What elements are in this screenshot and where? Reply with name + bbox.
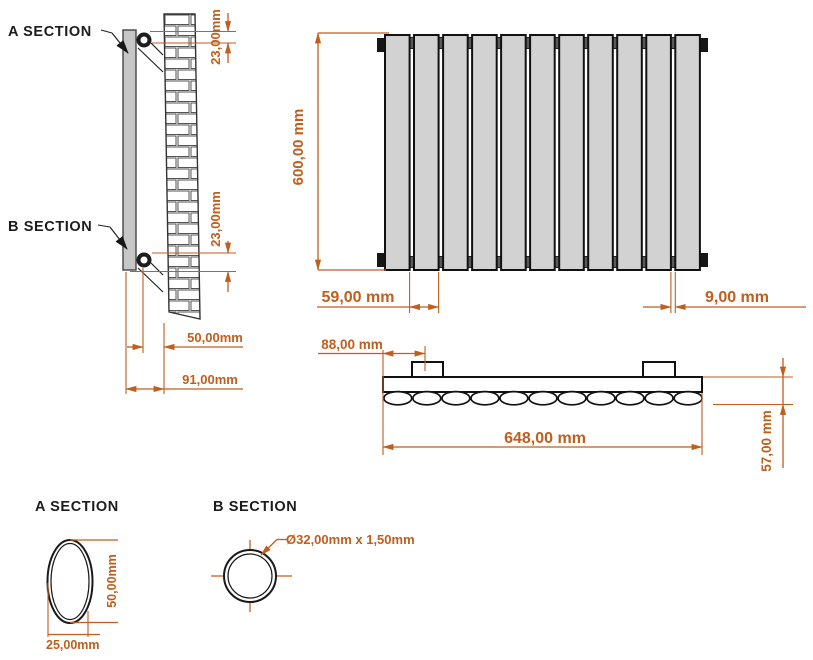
dim-bracket-offset-label: 88,00 mm [321, 337, 383, 352]
dim-bottom-bracket: 23,00mm [130, 191, 236, 292]
panel [471, 34, 498, 271]
dim-wall-clearance: 50,00mm [125, 268, 243, 394]
dim-panel-pitch-label: 59,00 mm [322, 289, 395, 306]
wall-bracket [411, 361, 444, 378]
tube-ellipse [412, 390, 442, 406]
dim-section-b-tube-label: Ø32,00mm x 1,50mm [286, 532, 415, 547]
section-b-title: B SECTION [213, 499, 297, 515]
end-tab [699, 38, 708, 52]
tube-ellipse [383, 390, 413, 406]
tube-ellipse [470, 390, 500, 406]
section-b: B SECTION Ø32,00mm x 1,50mm [211, 499, 415, 612]
panel [616, 34, 643, 271]
dim-height: 600,00 mm [290, 32, 389, 271]
panel [558, 34, 585, 271]
top-bracket-arm [150, 42, 164, 56]
dim-total-width: 648,00 mm [382, 350, 703, 455]
top-bracket-arm [137, 47, 164, 73]
panel [645, 34, 672, 271]
panel [529, 34, 556, 271]
dim-section-a-height: 50,00mm [70, 539, 119, 624]
front-panels [384, 34, 701, 271]
dim-panel-gap-label: 9,00 mm [705, 289, 769, 306]
dim-panel-gap: 9,00 mm [643, 272, 806, 313]
bottom-bracket-arm [150, 262, 164, 276]
dim-section-b-tube: Ø32,00mm x 1,50mm [260, 532, 415, 556]
tube-ellipse [499, 390, 529, 406]
dim-wall-clearance-label: 50,00mm [187, 330, 243, 345]
panel [674, 34, 701, 271]
a-section-leader [100, 29, 113, 34]
panel [587, 34, 614, 271]
dim-section-a-width-label: 25,00mm [46, 638, 100, 652]
dim-total-depth: 91,00mm [125, 372, 243, 393]
dim-panel-pitch: 59,00 mm [317, 272, 440, 313]
top-bracket-ring [136, 32, 152, 48]
oval-tube-inner [50, 542, 90, 621]
tube-ellipse [441, 390, 471, 406]
dim-height-label: 600,00 mm [290, 109, 307, 186]
panel [500, 34, 527, 271]
a-section-leader-arrow [111, 32, 129, 54]
panel [413, 34, 440, 271]
radiator-body-bar [382, 376, 703, 393]
dim-section-a-height-label: 50,00mm [105, 554, 119, 608]
tube-ellipse [586, 390, 616, 406]
side-view: A SECTION B SECTION 23,00mm 23,00mm [8, 9, 243, 394]
dim-bottom-bracket-label: 23,00mm [208, 191, 223, 247]
side-panel [122, 29, 137, 271]
dim-total-width-label: 648,00 mm [504, 430, 586, 447]
top-tubes [383, 390, 703, 406]
wall-bracket [642, 361, 676, 378]
section-a: A SECTION 50,00mm 25,00mm [35, 499, 119, 652]
end-tab [699, 253, 708, 267]
tube-ellipse [615, 390, 645, 406]
brick-wall [163, 13, 201, 320]
panel [442, 34, 469, 271]
top-view: 88,00 mm 648,00 mm 57,00 mm [318, 337, 793, 472]
b-section-pointer-label: B SECTION [8, 219, 92, 235]
front-view: 600,00 mm 59,00 mm 9,00 mm [290, 32, 806, 313]
b-section-leader [97, 224, 111, 228]
dim-section-a-width: 25,00mm [46, 583, 100, 652]
panel [384, 34, 411, 271]
dim-top-bracket: 23,00mm [150, 9, 236, 65]
tube-ellipse [557, 390, 587, 406]
dim-depth-label: 57,00 mm [759, 410, 774, 472]
a-section-pointer-label: A SECTION [8, 24, 92, 40]
bottom-bracket-ring [136, 252, 152, 268]
section-a-title: A SECTION [35, 499, 119, 515]
tube-ellipse [673, 390, 703, 406]
end-tab [377, 38, 386, 52]
dim-depth: 57,00 mm [703, 358, 793, 472]
end-tab [377, 253, 386, 267]
dim-bracket-offset: 88,00 mm [318, 337, 426, 371]
tube-ellipse [644, 390, 674, 406]
dim-total-depth-label: 91,00mm [182, 372, 238, 387]
dim-top-bracket-label: 23,00mm [208, 9, 223, 65]
round-tube-inner [227, 553, 273, 599]
tube-ellipse [528, 390, 558, 406]
b-section-leader-arrow [109, 226, 128, 250]
